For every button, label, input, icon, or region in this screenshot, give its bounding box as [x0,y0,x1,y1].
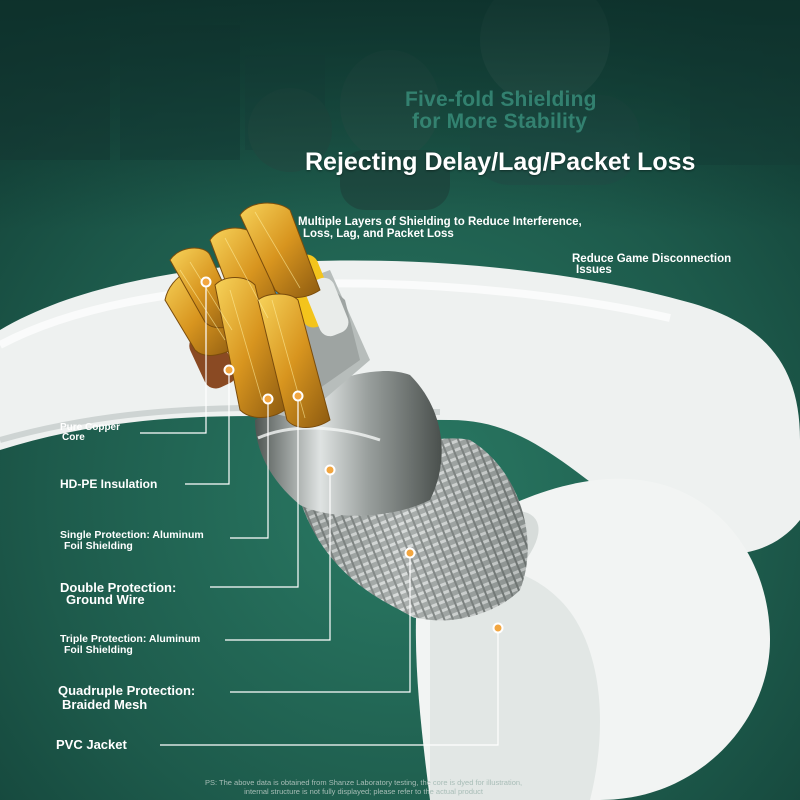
callout-copper-core-line1: Pure Copper [60,422,121,433]
feature-interference-line2: Loss, Lag, and Packet Loss [303,228,454,240]
shield-title-line1: Five-fold Shielding [405,88,597,111]
callout-aluminum-foil-2-line1: Triple Protection: Aluminum [60,633,201,645]
marker-dot-icon [200,276,504,634]
callout-aluminum-foil-2-line2: Foil Shielding [64,644,133,656]
callout-aluminum-foil-1-line2: Foil Shielding [64,540,133,552]
callout-aluminum-foil-1-line1: Single Protection: Aluminum [60,529,204,541]
footnote-line1: PS: The above data is obtained from Shan… [205,778,523,787]
footnote-line2: internal structure is not fully displaye… [244,787,484,796]
callout-insulation: HD-PE Insulation [60,477,158,491]
footnote: PS: The above data is obtained from Shan… [205,778,522,796]
feature-disconnection-line2: Issues [576,264,612,276]
feature-disconnection-line1: Reduce Game Disconnection [572,253,732,265]
headline: Rejecting Delay/Lag/Packet Loss [305,148,696,176]
feature-interference-line1: Multiple Layers of Shielding to Reduce I… [298,216,582,228]
callout-ground-wire-line1: Double Protection: [60,580,177,595]
shield-title-line2: for More Stability [412,110,588,133]
callout-braided-mesh-line2: Braided Mesh [62,697,148,712]
callout-copper-core-line2: Core [62,432,85,443]
callout-pvc-jacket: PVC Jacket [56,737,127,752]
callout-braided-mesh-line1: Quadruple Protection: [58,683,196,698]
callout-ground-wire-line2: Ground Wire [66,592,145,607]
